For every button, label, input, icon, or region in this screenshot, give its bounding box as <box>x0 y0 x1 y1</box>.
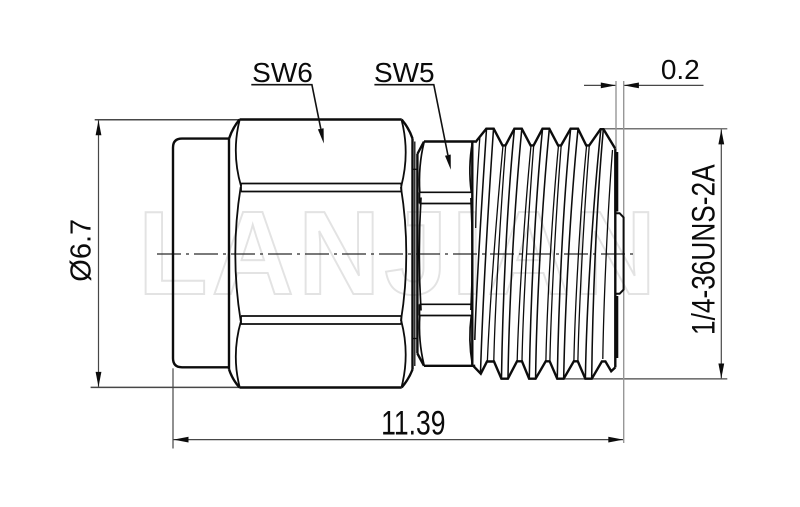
svg-text:LANJIAN: LANJIAN <box>138 187 660 320</box>
svg-text:1/4-36UNS-2A: 1/4-36UNS-2A <box>687 164 722 335</box>
svg-text:Ø6.7: Ø6.7 <box>66 219 98 282</box>
svg-text:0.2: 0.2 <box>661 54 700 85</box>
svg-text:SW5: SW5 <box>374 57 435 88</box>
svg-text:11.39: 11.39 <box>381 404 445 442</box>
svg-text:SW6: SW6 <box>252 57 313 88</box>
